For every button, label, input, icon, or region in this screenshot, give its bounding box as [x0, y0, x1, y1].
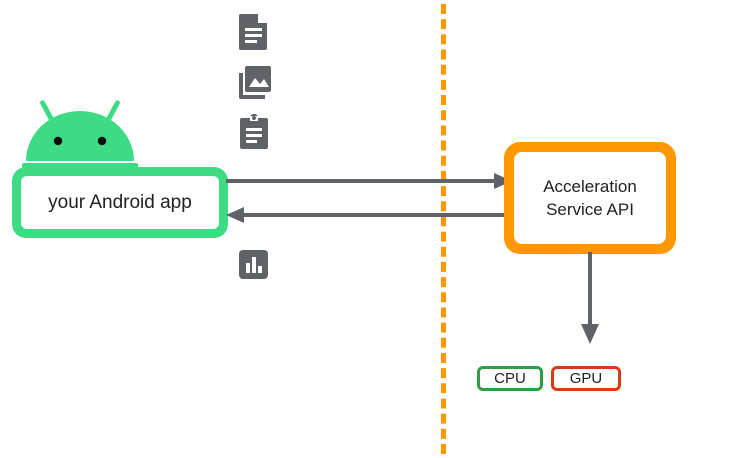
acceleration-service-api-label-line1: Acceleration [543, 177, 637, 196]
document-icon [237, 12, 271, 50]
acceleration-service-api-label-line2: Service API [546, 200, 634, 219]
clipboard-icon [237, 113, 271, 151]
delegate-arrow [581, 252, 599, 344]
response-arrow [226, 207, 512, 223]
bar-chart-icon [238, 249, 269, 280]
cpu-chip-label: CPU [494, 370, 526, 387]
android-robot-icon [22, 97, 138, 175]
acceleration-service-api-box-inner: Acceleration Service API [514, 152, 666, 244]
your-android-app-label: your Android app [48, 191, 192, 213]
acceleration-service-api-box: Acceleration Service API [504, 142, 676, 254]
gpu-chip: GPU [551, 366, 621, 391]
gpu-chip-label: GPU [569, 370, 603, 387]
your-android-app-box: your Android app [12, 167, 228, 238]
cpu-chip: CPU [477, 366, 543, 391]
photo-library-icon [237, 63, 271, 101]
your-android-app-box-inner: your Android app [21, 176, 219, 229]
request-arrow [226, 173, 512, 189]
vertical-dashed-divider [441, 4, 446, 454]
